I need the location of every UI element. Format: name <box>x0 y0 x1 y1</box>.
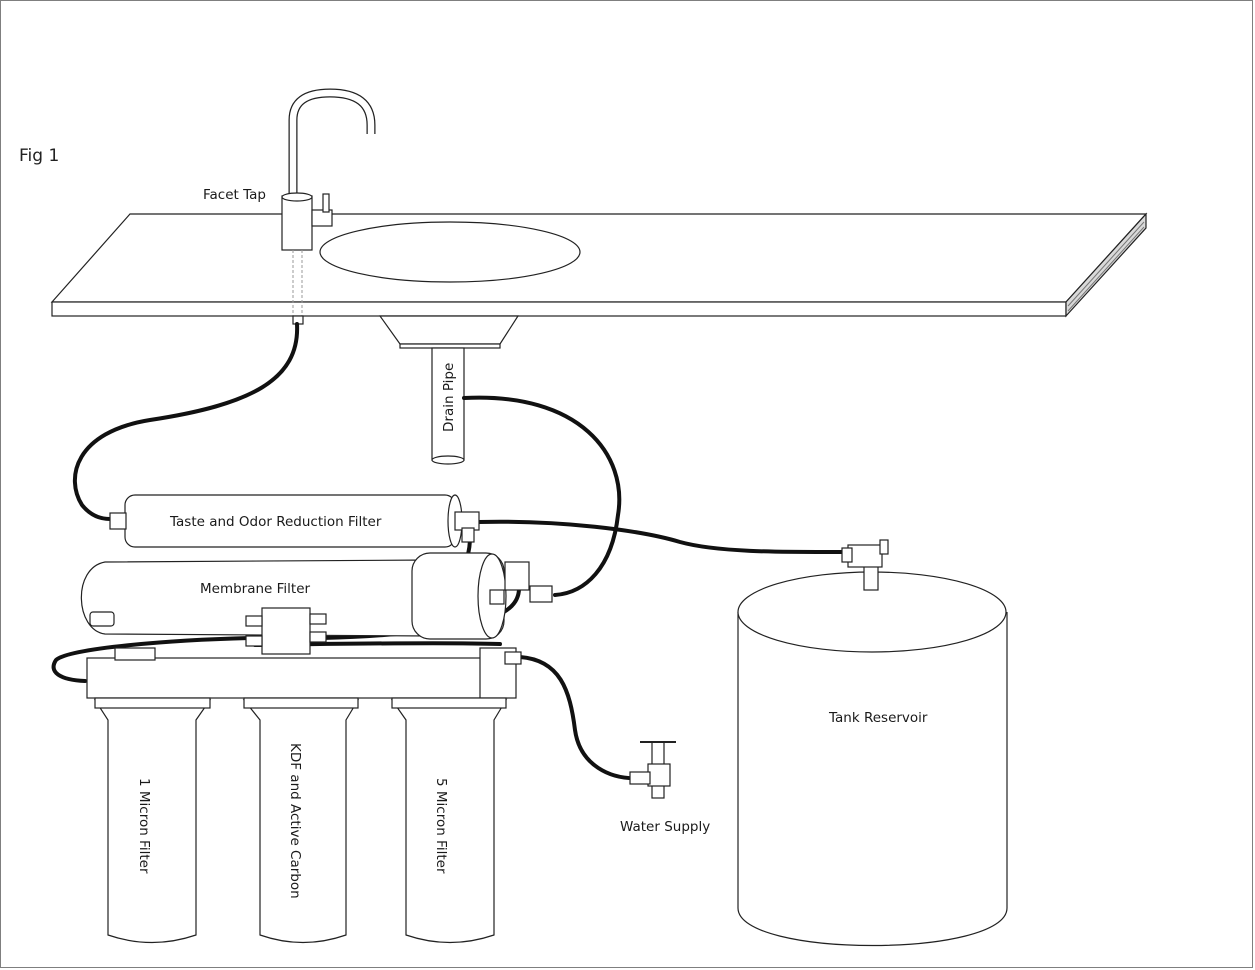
sink-basin <box>319 221 581 283</box>
water-supply-valve <box>629 741 676 799</box>
drain-pipe <box>378 315 520 465</box>
countertop <box>50 212 1148 318</box>
housing-kdf <box>242 697 360 944</box>
housing-1-micron <box>93 697 212 944</box>
flow-manifold <box>245 607 327 655</box>
taste-odor-filter <box>109 494 480 548</box>
drain-label: Drain Pipe <box>441 363 457 432</box>
taste-filter-label: Taste and Odor Reduction Filter <box>169 514 382 530</box>
water-supply-label: Water Supply <box>620 819 710 835</box>
tank-reservoir <box>737 539 1008 947</box>
figure-label: Fig 1 <box>19 146 60 166</box>
micron5-label: 5 Micron Filter <box>433 778 449 874</box>
housing-5-micron <box>390 697 508 944</box>
tank-label: Tank Reservoir <box>828 710 928 726</box>
kdf-label: KDF and Active Carbon <box>287 743 303 899</box>
membrane-label: Membrane Filter <box>200 581 311 597</box>
membrane-filter <box>80 552 553 640</box>
tap-label: Facet Tap <box>203 187 266 203</box>
faucet <box>281 88 376 325</box>
housing-block <box>86 647 522 699</box>
micron1-label: 1 Micron Filter <box>136 778 152 874</box>
